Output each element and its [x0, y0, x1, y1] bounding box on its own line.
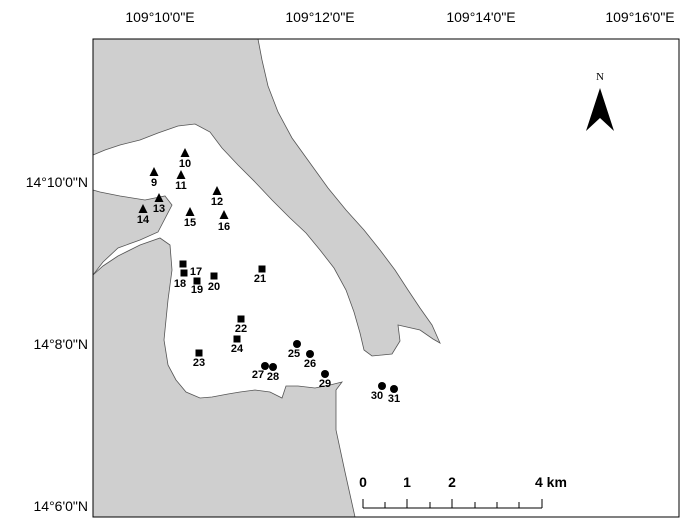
- site-label: 15: [184, 217, 196, 229]
- site-label: 31: [388, 393, 400, 405]
- site-marker-circle: [293, 340, 301, 348]
- site-marker-square: [234, 336, 241, 343]
- site-marker-square: [211, 273, 218, 280]
- lat-label: 14°8'0"N: [34, 336, 89, 352]
- latitude-labels: 14°10'0"N 14°8'0"N 14°6'0"N: [26, 174, 88, 514]
- north-arrow: N: [586, 71, 614, 131]
- site-marker-square: [196, 350, 203, 357]
- site-marker-square: [238, 316, 245, 323]
- site-label: 22: [235, 323, 247, 335]
- site-label: 14: [137, 214, 150, 226]
- site-label: 18: [174, 278, 186, 290]
- lon-label: 109°12'0"E: [285, 9, 354, 25]
- scale-label: 2: [448, 474, 456, 490]
- site-label: 10: [179, 158, 191, 170]
- lon-label: 109°16'0"E: [605, 9, 674, 25]
- site-marker-triangle: [186, 207, 195, 216]
- site-marker-triangle: [150, 167, 159, 176]
- site-marker-triangle: [220, 210, 229, 219]
- site-label: 19: [191, 284, 203, 296]
- site-marker-square: [180, 261, 187, 268]
- site-label: 24: [231, 343, 244, 355]
- site-label: 11: [175, 180, 187, 192]
- site-label: 28: [267, 371, 279, 383]
- site-marker-triangle: [177, 170, 186, 179]
- lon-label: 109°10'0"E: [125, 9, 194, 25]
- scale-label: 4 km: [535, 474, 567, 490]
- scale-bar: 0 1 2 4 km: [359, 474, 567, 508]
- site-label: 17: [190, 266, 202, 278]
- site-label: 26: [304, 358, 316, 370]
- scale-label: 0: [359, 474, 367, 490]
- site-label: 13: [153, 203, 165, 215]
- site-label: 16: [218, 221, 230, 233]
- land-layer: [93, 39, 440, 517]
- north-arrow-icon: [586, 88, 614, 131]
- site-label: 25: [288, 348, 300, 360]
- site-label: 23: [193, 357, 205, 369]
- land-southwest: [93, 238, 355, 517]
- site-marker-circle: [378, 382, 386, 390]
- site-marker-triangle: [181, 148, 190, 157]
- lat-label: 14°6'0"N: [34, 498, 89, 514]
- site-marker-circle: [390, 385, 398, 393]
- site-marker-triangle: [213, 186, 222, 195]
- longitude-labels: 109°10'0"E 109°12'0"E 109°14'0"E 109°16'…: [125, 9, 674, 25]
- site-label: 29: [319, 378, 331, 390]
- site-marker-circle: [306, 350, 314, 358]
- lat-label: 14°10'0"N: [26, 174, 88, 190]
- lon-label: 109°14'0"E: [446, 9, 515, 25]
- site-label: 30: [371, 390, 383, 402]
- site-marker-square: [259, 266, 266, 273]
- site-marker-square: [181, 270, 188, 277]
- site-label: 21: [254, 273, 266, 285]
- site-label: 12: [211, 196, 223, 208]
- site-marker-circle: [321, 370, 329, 378]
- site-label: 20: [208, 281, 220, 293]
- site-label: 27: [252, 369, 264, 381]
- north-arrow-label: N: [596, 71, 604, 83]
- site-marker-circle: [269, 363, 277, 371]
- scale-label: 1: [403, 474, 411, 490]
- site-label: 9: [151, 177, 157, 189]
